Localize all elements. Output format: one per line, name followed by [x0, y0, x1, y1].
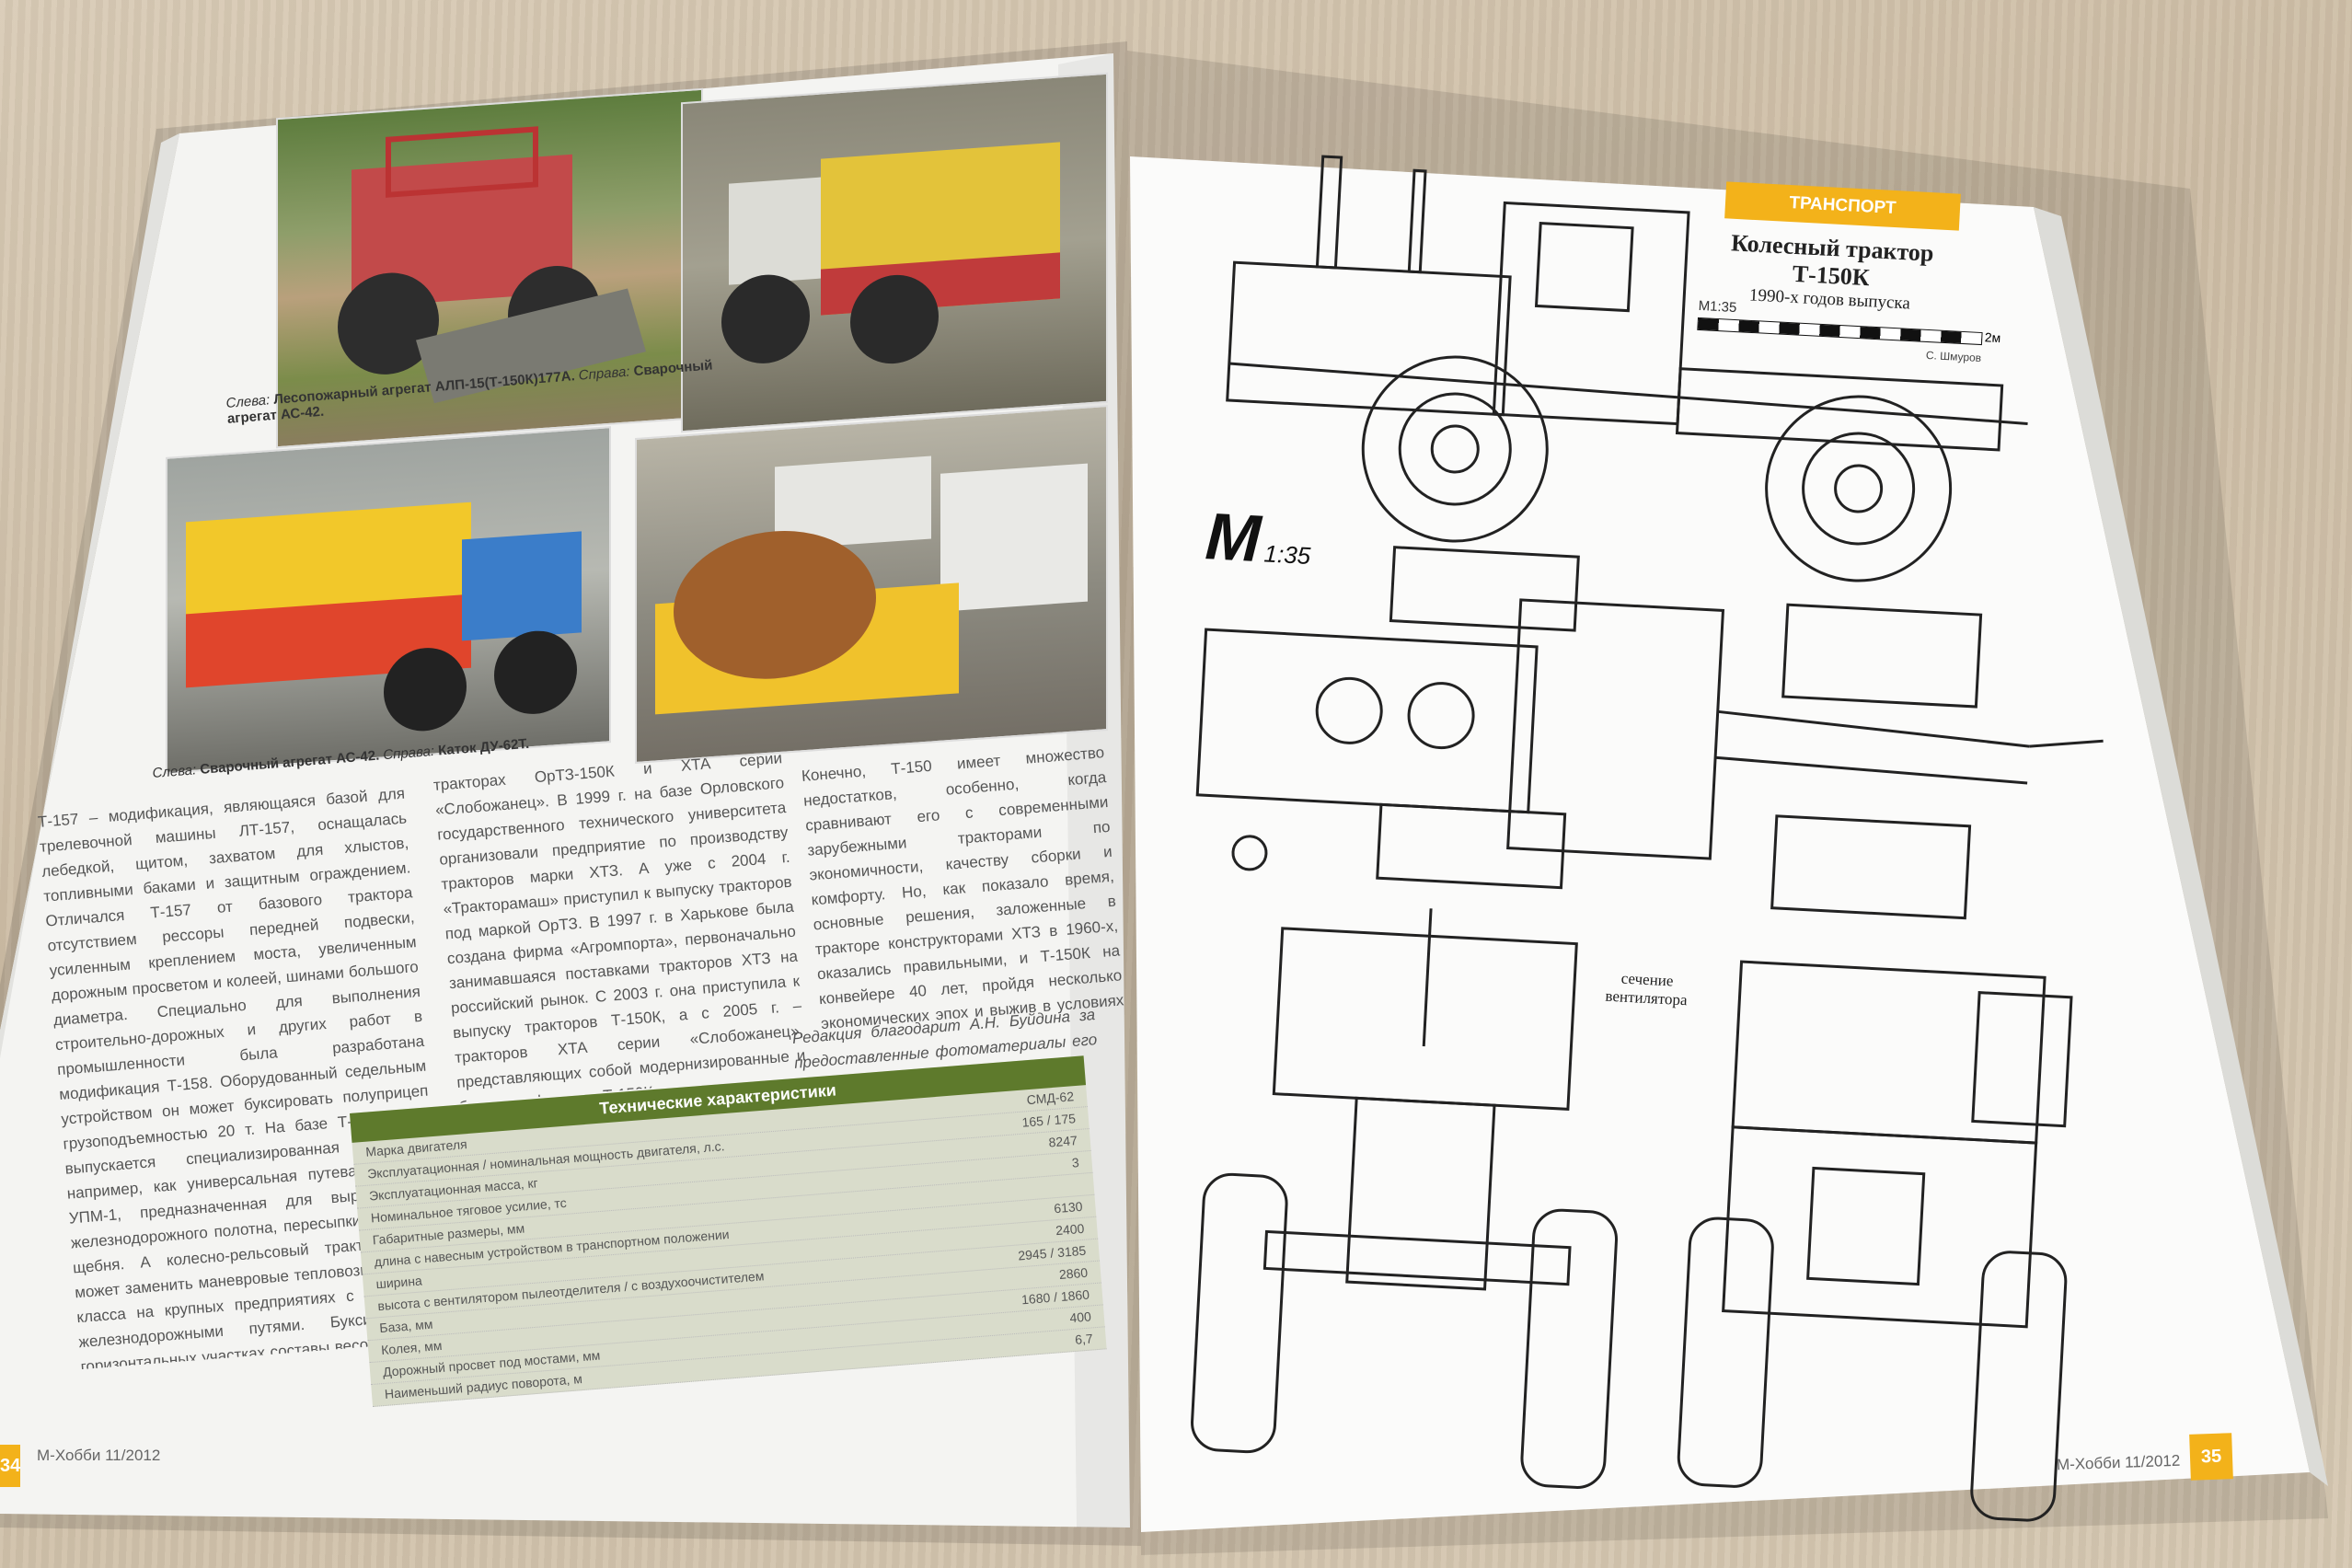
tractor-rear-view: [1677, 960, 2073, 1522]
footer-left: М-Хобби 11/2012: [37, 1447, 161, 1464]
fan-section-note: сечение вентилятора: [1605, 969, 1689, 1010]
photo-welding-unit-as42-side: [681, 72, 1108, 433]
photo-roller-du62t: [635, 405, 1108, 764]
photo-forest-fire-unit: [276, 87, 703, 449]
tractor-front-view: [1191, 908, 1619, 1489]
tractor-top-view: [1195, 546, 2104, 920]
page-number-left: 34: [0, 1445, 20, 1487]
page-number-right: 35: [2189, 1433, 2233, 1481]
tractor-side-view: [1226, 155, 2028, 582]
photo-welding-unit-as42-rear: [166, 426, 611, 774]
